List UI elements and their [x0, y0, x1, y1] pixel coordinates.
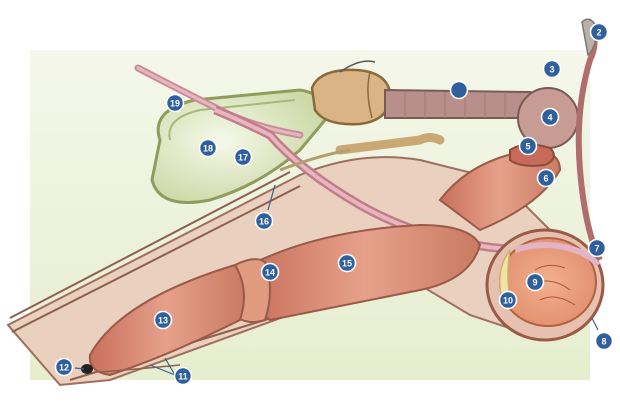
label-2: 2 — [591, 24, 608, 41]
label-14-text: 14 — [265, 268, 275, 278]
label-1 — [451, 82, 468, 99]
label-7: 7 — [589, 240, 606, 257]
label-8-text: 8 — [601, 337, 606, 347]
label-16-text: 16 — [259, 217, 269, 227]
label-2-text: 2 — [596, 28, 601, 38]
label-11-text: 11 — [178, 372, 188, 382]
label-13: 13 — [155, 312, 172, 329]
label-15: 15 — [339, 255, 356, 272]
label-13-text: 13 — [158, 316, 168, 326]
prostate-gland — [312, 70, 390, 124]
label-7-text: 7 — [594, 244, 599, 254]
label-4: 4 — [542, 109, 559, 126]
label-5: 5 — [520, 138, 537, 155]
label-9: 9 — [527, 274, 544, 291]
label-10: 10 — [500, 292, 517, 309]
label-6: 6 — [538, 170, 555, 187]
label-8: 8 — [596, 333, 613, 350]
label-19: 19 — [167, 95, 184, 112]
label-1-marker — [451, 82, 468, 99]
label-10-text: 10 — [503, 296, 513, 306]
label-9-text: 9 — [532, 278, 537, 288]
label-12: 12 — [56, 359, 73, 376]
label-3: 3 — [544, 61, 561, 78]
label-4-text: 4 — [547, 113, 552, 123]
label-3-text: 3 — [549, 65, 554, 75]
label-11: 11 — [175, 368, 192, 385]
label-14: 14 — [262, 264, 279, 281]
label-12-text: 12 — [59, 363, 69, 373]
label-18-text: 18 — [203, 144, 213, 154]
label-17: 17 — [235, 149, 252, 166]
label-6-text: 6 — [543, 174, 548, 184]
label-16: 16 — [256, 213, 273, 230]
label-15-text: 15 — [342, 259, 352, 269]
label-19-text: 19 — [170, 99, 180, 109]
label-17-text: 17 — [238, 153, 248, 163]
label-5-text: 5 — [525, 142, 530, 152]
label-18: 18 — [200, 140, 217, 157]
